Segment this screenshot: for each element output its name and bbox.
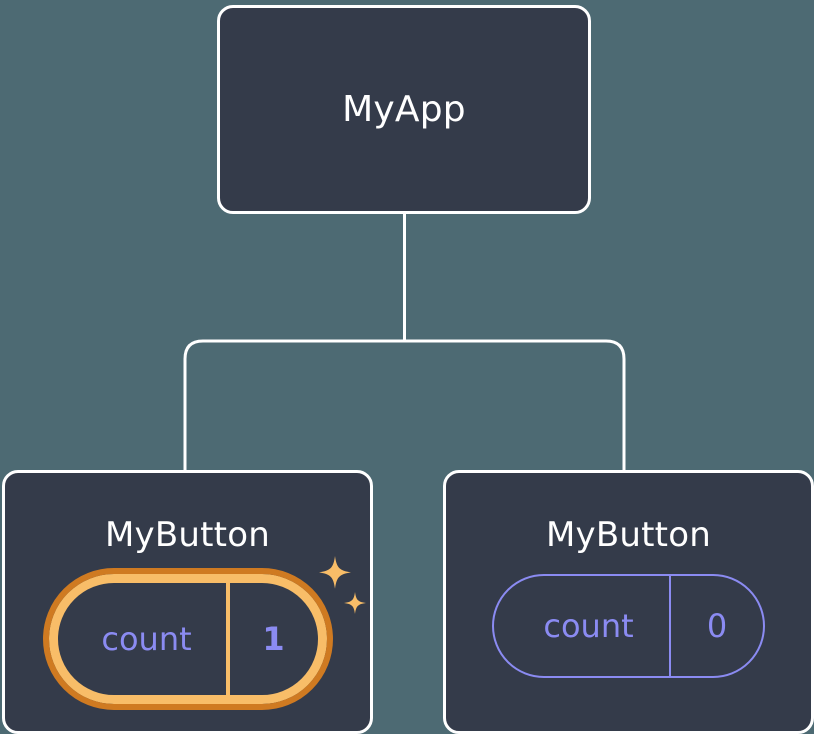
sparkle-icon-group (318, 556, 366, 614)
node-mybutton-right-label: MyButton (546, 515, 711, 555)
node-myapp[interactable]: MyApp (217, 5, 591, 214)
sparkle-large-icon (318, 556, 351, 589)
state-value-right: 0 (669, 576, 763, 676)
node-mybutton-left[interactable]: MyButton count 1 (2, 470, 373, 734)
state-key-left: count (101, 620, 192, 658)
state-pill-left-wrap: count 1 (42, 556, 366, 710)
node-mybutton-right[interactable]: MyButton count 0 (443, 470, 814, 734)
connector-branch-bar (183, 339, 626, 470)
state-pill-count-right[interactable]: count 0 (492, 574, 765, 678)
state-pill-right-wrap: count 0 (492, 574, 765, 678)
state-pill-count-left[interactable]: count 1 (42, 568, 333, 710)
state-value-left: 1 (225, 583, 318, 695)
state-key-right: count (543, 607, 634, 645)
node-myapp-label: MyApp (342, 88, 466, 130)
node-mybutton-left-label: MyButton (105, 515, 270, 555)
sparkle-small-icon (343, 592, 366, 614)
